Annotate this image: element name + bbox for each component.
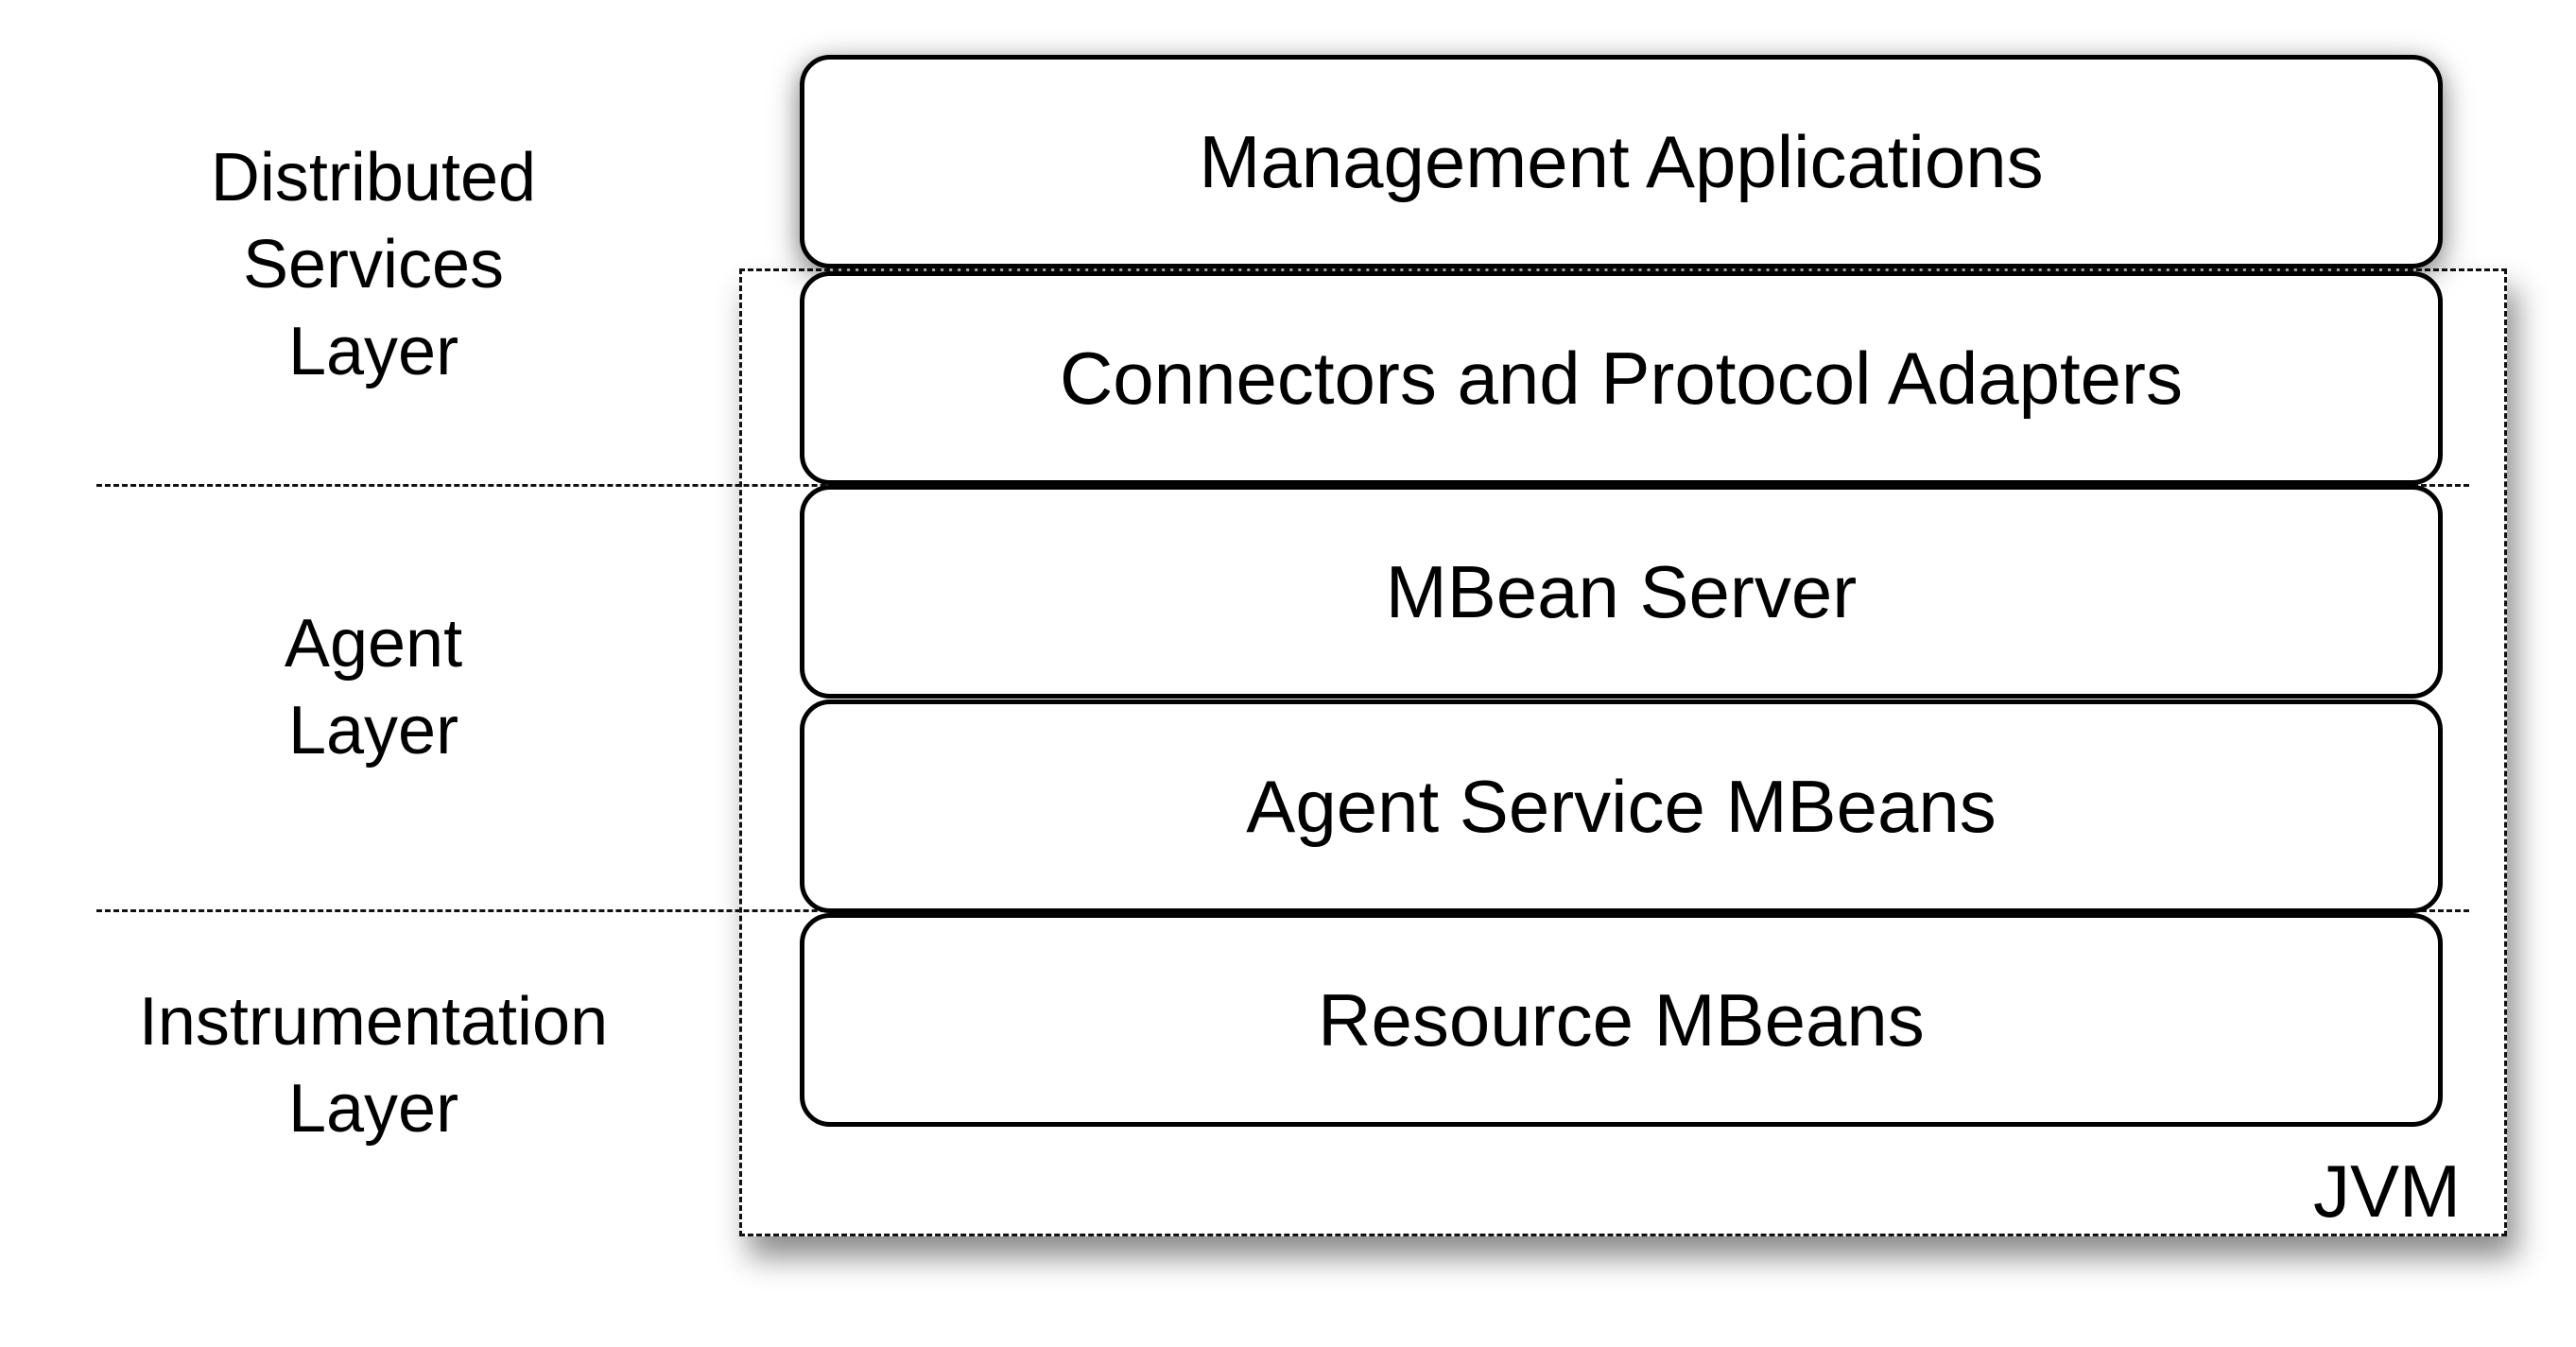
management-applications-label: Management Applications: [1199, 119, 2044, 203]
management-applications-box: Management Applications: [800, 55, 2443, 268]
mbean-server-box: MBean Server: [800, 485, 2443, 699]
connectors-protocol-adapters-label: Connectors and Protocol Adapters: [1059, 336, 2184, 420]
agent-layer-line-2: Layer: [287, 693, 459, 768]
agent-layer-line-1: Agent: [284, 606, 463, 682]
instrumentation-layer-line-2: Layer: [287, 1071, 459, 1147]
distributed-layer-line-2: Services: [242, 227, 505, 302]
agent-service-mbeans-label: Agent Service MBeans: [1246, 764, 1997, 848]
instrumentation-layer-label: Instrumentation Layer: [95, 978, 652, 1152]
agent-service-mbeans-box: Agent Service MBeans: [800, 699, 2443, 913]
jvm-label: JVM: [2313, 1149, 2461, 1233]
distributed-layer-line-1: Distributed: [210, 140, 537, 216]
distributed-services-layer-label: Distributed Services Layer: [95, 134, 652, 395]
distributed-layer-line-3: Layer: [287, 314, 459, 389]
resource-mbeans-label: Resource MBeans: [1318, 977, 1925, 1062]
instrumentation-layer-line-1: Instrumentation: [138, 984, 609, 1060]
mbean-server-label: MBean Server: [1385, 549, 1858, 633]
agent-layer-label: Agent Layer: [95, 600, 652, 774]
resource-mbeans-box: Resource MBeans: [800, 913, 2443, 1127]
connectors-protocol-adapters-box: Connectors and Protocol Adapters: [800, 271, 2443, 485]
